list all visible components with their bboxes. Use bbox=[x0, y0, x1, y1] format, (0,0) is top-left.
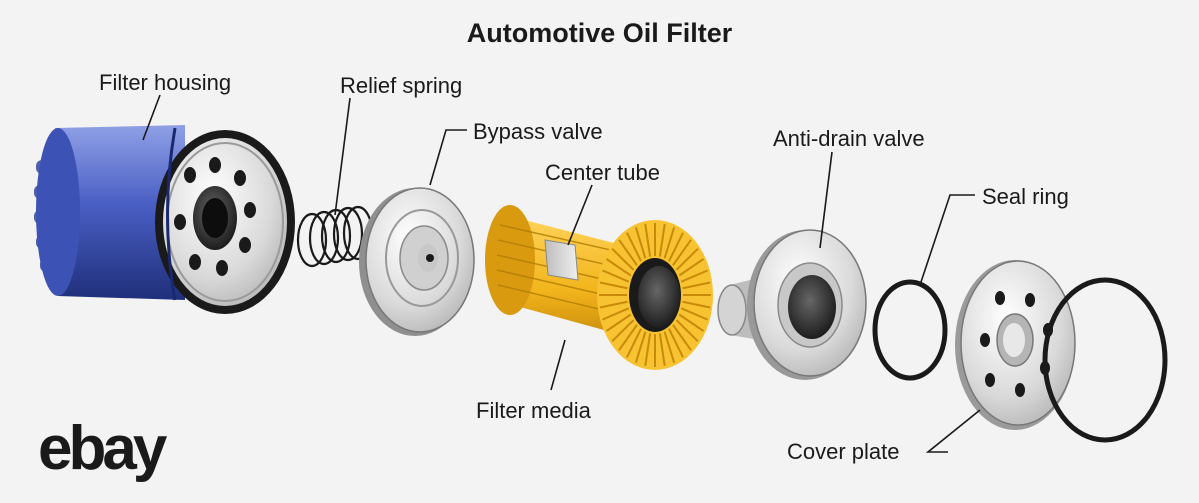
media-pleat bbox=[675, 319, 699, 342]
label-relief-spring: Relief spring bbox=[340, 73, 463, 98]
media-pleat bbox=[618, 324, 638, 351]
media-pleat bbox=[658, 223, 666, 257]
media-pleat bbox=[658, 333, 666, 367]
media-pleat bbox=[663, 227, 676, 259]
media-pleat bbox=[634, 331, 647, 363]
media-pleat bbox=[626, 328, 642, 358]
media-pleat bbox=[599, 300, 628, 309]
media-pleat bbox=[644, 333, 652, 367]
label-filter-housing: Filter housing bbox=[99, 70, 232, 95]
media-pleat bbox=[601, 269, 630, 283]
label-cover-plate: Cover plate bbox=[787, 439, 900, 464]
media-pleat bbox=[678, 258, 705, 277]
media-pleat bbox=[668, 328, 684, 358]
media-pleat bbox=[672, 324, 692, 351]
media-pleat bbox=[678, 313, 705, 332]
media-pleat bbox=[605, 313, 632, 332]
media-pleat bbox=[672, 239, 692, 266]
media-pleat bbox=[675, 248, 699, 271]
media-pleat bbox=[611, 248, 635, 271]
label-anti-drain-valve: Anti-drain valve bbox=[773, 126, 925, 151]
bypass-valve-part bbox=[359, 187, 475, 336]
media-pleat bbox=[611, 319, 635, 342]
label-bypass-valve: Bypass valve bbox=[473, 119, 603, 144]
media-pleat bbox=[663, 331, 676, 363]
label-seal-ring: Seal ring bbox=[982, 184, 1069, 209]
ebay-logo: ebay bbox=[38, 414, 167, 483]
media-pleat bbox=[599, 281, 628, 290]
media-pleat bbox=[682, 281, 711, 290]
media-pleat bbox=[634, 227, 647, 259]
media-pleat bbox=[605, 258, 632, 277]
media-pleat bbox=[680, 269, 709, 283]
anti-drain-valve-part bbox=[717, 229, 867, 380]
media-pleat bbox=[601, 307, 630, 321]
seal-ring-part bbox=[872, 279, 948, 381]
media-pleat bbox=[682, 300, 711, 309]
leader-lines bbox=[142, 94, 981, 453]
filter-media-part bbox=[485, 205, 713, 370]
media-pleat bbox=[668, 232, 684, 262]
cover-plate-part bbox=[955, 260, 1168, 443]
label-center-tube: Center tube bbox=[545, 160, 660, 185]
filter-housing-part bbox=[34, 125, 295, 314]
media-pleat bbox=[680, 307, 709, 321]
media-pleat bbox=[618, 239, 638, 266]
media-pleat bbox=[626, 232, 642, 262]
label-filter-media: Filter media bbox=[476, 398, 591, 423]
diagram-title: Automotive Oil Filter bbox=[466, 18, 733, 48]
media-pleat bbox=[644, 223, 652, 257]
